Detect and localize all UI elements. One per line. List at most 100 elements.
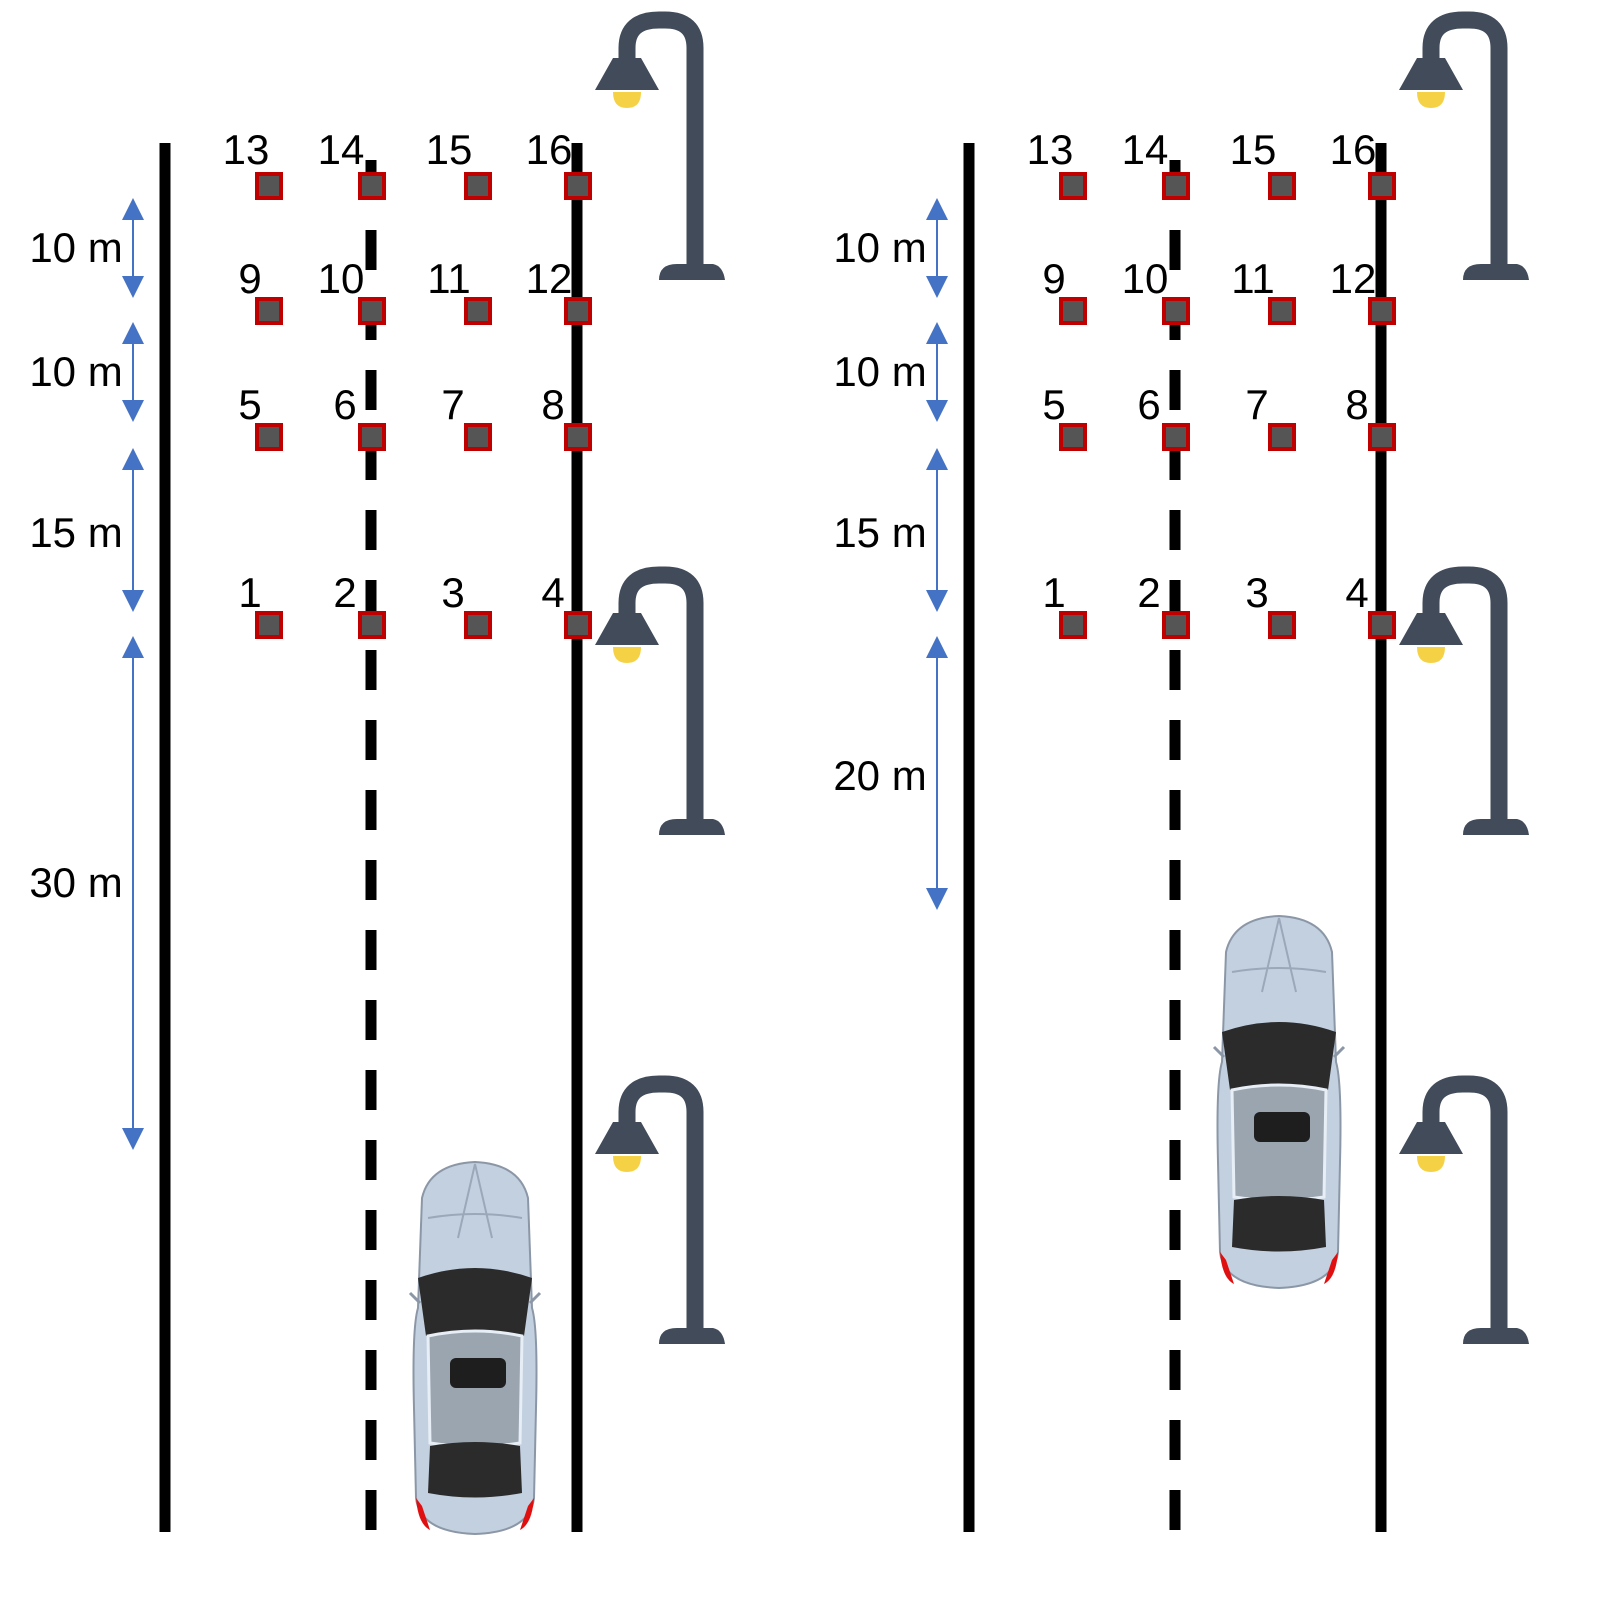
distance-arrow xyxy=(122,448,144,612)
lamp-bulb xyxy=(613,647,641,663)
measurement-point: 11 xyxy=(1231,255,1296,325)
lamp-base xyxy=(659,1328,725,1344)
measurement-point-marker xyxy=(564,611,592,639)
measurement-point: 15 xyxy=(1230,126,1296,200)
arrowhead-down xyxy=(122,400,144,422)
distance-label: 10 m xyxy=(29,224,122,271)
measurement-point: 9 xyxy=(238,255,283,325)
measurement-point-marker xyxy=(464,423,492,451)
point-label: 11 xyxy=(1231,255,1275,302)
arrowhead-down xyxy=(926,400,948,422)
point-label: 10 xyxy=(318,255,365,302)
car-hood-lines xyxy=(427,1163,523,1239)
distance-arrow xyxy=(122,198,144,298)
lamp-base xyxy=(1463,1328,1529,1344)
measurement-point: 14 xyxy=(318,126,386,200)
point-label: 5 xyxy=(238,381,261,428)
point-label: 13 xyxy=(223,126,270,173)
measurement-point: 8 xyxy=(541,381,592,451)
point-label: 13 xyxy=(1027,126,1074,173)
arrowhead-down xyxy=(926,276,948,298)
measurement-point-marker xyxy=(1162,611,1190,639)
measurement-point-marker xyxy=(464,297,492,325)
point-label: 14 xyxy=(318,126,365,173)
measurement-point-marker xyxy=(564,172,592,200)
measurement-point-marker xyxy=(1368,172,1396,200)
distance-arrow xyxy=(926,636,948,910)
point-label: 9 xyxy=(1042,255,1065,302)
distance-label: 10 m xyxy=(29,348,122,395)
distance-arrow xyxy=(122,636,144,1150)
measurement-point-marker xyxy=(358,297,386,325)
point-label: 7 xyxy=(441,381,464,428)
point-label: 12 xyxy=(526,255,573,302)
measurement-point: 4 xyxy=(1345,569,1396,639)
measurement-point-marker xyxy=(1059,611,1087,639)
car-icon xyxy=(408,1160,542,1536)
distance-label: 10 m xyxy=(833,348,926,395)
measurement-point-marker xyxy=(1162,423,1190,451)
point-label: 8 xyxy=(1345,381,1368,428)
point-label: 14 xyxy=(1122,126,1169,173)
lamp-base xyxy=(659,264,725,280)
measurement-point: 15 xyxy=(426,126,492,200)
car-roof xyxy=(426,1329,524,1448)
measurement-point: 10 xyxy=(318,255,386,325)
measurement-point: 14 xyxy=(1122,126,1190,200)
point-label: 11 xyxy=(427,255,471,302)
point-label: 16 xyxy=(1330,126,1377,173)
arrowhead-up xyxy=(122,448,144,470)
point-label: 2 xyxy=(333,569,356,616)
measurement-point: 8 xyxy=(1345,381,1396,451)
car-taillight-right xyxy=(520,1498,534,1530)
car-sunroof xyxy=(450,1358,506,1388)
measurement-point-marker xyxy=(255,172,283,200)
measurement-point: 6 xyxy=(333,381,386,451)
car-taillight-left xyxy=(416,1498,430,1530)
distance-label: 15 m xyxy=(29,509,122,556)
distance-arrow xyxy=(926,448,948,612)
street-lamp-icon xyxy=(1399,566,1529,835)
measurement-point: 12 xyxy=(1330,255,1396,325)
car-icon xyxy=(1212,914,1346,1290)
point-label: 6 xyxy=(333,381,356,428)
measurement-point-marker xyxy=(255,297,283,325)
car-rear-window xyxy=(428,1442,522,1498)
lamp-base xyxy=(659,819,725,835)
measurement-point: 9 xyxy=(1042,255,1087,325)
measurement-point: 13 xyxy=(223,126,283,200)
arrowhead-up xyxy=(926,198,948,220)
measurement-point: 10 xyxy=(1122,255,1190,325)
measurement-point-marker xyxy=(1268,297,1296,325)
point-label: 3 xyxy=(441,569,464,616)
car-taillight-left xyxy=(1220,1252,1234,1284)
point-label: 5 xyxy=(1042,381,1065,428)
lamp-shade xyxy=(595,58,659,90)
measurement-point: 7 xyxy=(441,381,492,451)
measurement-point-marker xyxy=(464,172,492,200)
lamp-shade xyxy=(1399,58,1463,90)
measurement-point-marker xyxy=(1162,297,1190,325)
point-label: 9 xyxy=(238,255,261,302)
measurement-point: 6 xyxy=(1137,381,1190,451)
measurement-point-marker xyxy=(358,611,386,639)
point-label: 15 xyxy=(426,126,473,173)
arrowhead-down xyxy=(122,1128,144,1150)
arrowhead-up xyxy=(122,636,144,658)
street-lamp-icon xyxy=(1399,1075,1529,1344)
measurement-point: 3 xyxy=(1245,569,1296,639)
car-hood-lines xyxy=(1231,917,1327,993)
measurement-point-marker xyxy=(1268,172,1296,200)
point-label: 4 xyxy=(541,569,564,616)
arrowhead-up xyxy=(926,636,948,658)
measurement-point-marker xyxy=(1368,297,1396,325)
lamp-pole xyxy=(618,11,704,277)
point-label: 2 xyxy=(1137,569,1160,616)
lamp-pole xyxy=(618,566,704,832)
lamp-bulb xyxy=(613,1156,641,1172)
distance-arrow xyxy=(122,322,144,422)
measurement-point: 13 xyxy=(1027,126,1087,200)
